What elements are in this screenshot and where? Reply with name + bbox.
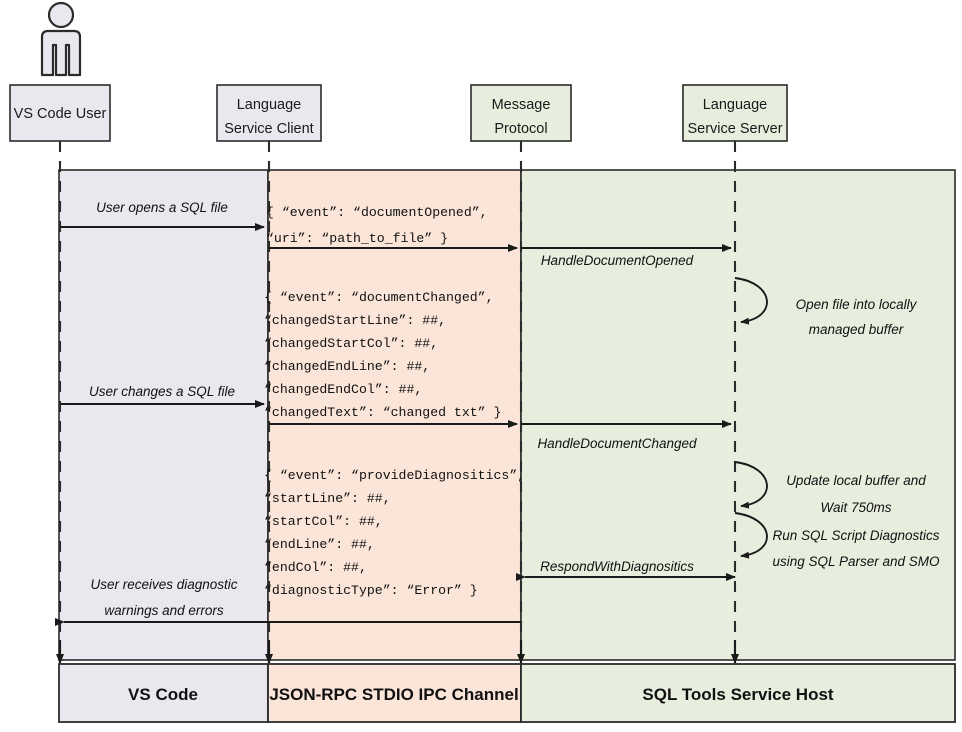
self-loop-run-diagnostics [734,512,768,559]
note-run-diagnostics-line1: Run SQL Script Diagnostics [772,528,939,543]
json-line-document-changed-4: “changedEndCol”: ##, [264,382,422,397]
lifeline-header-language-service-client[interactable]: Language Service Client [216,84,322,142]
lifeline-label-language-service-server-line1: Language [703,97,768,113]
json-line-document-changed-2: “changedStartCol”: ##, [264,336,438,351]
note-open-file-line2: managed buffer [809,322,904,337]
json-line-provide-diagnositics-3: “endLine”: ##, [264,537,375,552]
json-line-document-changed-1: “changedStartLine”: ##, [264,313,446,328]
label-user-changes-sql-file: User changes a SQL file [89,384,235,399]
footer-label-vs-code: VS Code [128,685,198,704]
json-line-document-changed-3: “changedEndLine”: ##, [264,359,430,374]
lifeline-label-vs-code-user: VS Code User [14,106,107,122]
lifeline-header-vs-code-user[interactable]: VS Code User [9,84,111,142]
self-loop-update-buffer [734,461,768,509]
band-ipc-channel [267,169,522,661]
person-icon [40,1,82,77]
note-update-buffer: Update local buffer and Wait 750ms [786,473,926,515]
message-arrow-group [55,223,736,626]
label-respond-with-diagnositics: RespondWithDiagnositics [540,559,694,574]
lifeline-terminator-group [56,640,739,664]
footer-label-ipc-channel: JSON-RPC STDIO IPC Channel [269,685,518,704]
footer-box-vs-code[interactable] [58,663,269,723]
lifeline-label-message-protocol-line1: Message [492,97,551,113]
band-group [58,169,956,661]
label-handle-document-opened: HandleDocumentOpened [541,253,694,268]
self-loop-group [734,277,768,559]
json-line-provide-diagnositics-5: “diagnosticType”: “Error” } [264,583,478,598]
note-run-diagnostics-line2: using SQL Parser and SMO [772,554,940,569]
json-line-document-opened-0: { “event”: “documentOpened”, [266,205,488,220]
label-user-receives-diagnostics-line2: warnings and errors [104,603,224,618]
note-update-buffer-line1: Update local buffer and [786,473,926,488]
json-line-provide-diagnositics-1: “startLine”: ##, [264,491,391,506]
label-handle-document-changed: HandleDocumentChanged [537,436,697,451]
lifeline-header-message-protocol[interactable]: Message Protocol [470,84,572,142]
json-line-provide-diagnositics-2: “startCol”: ##, [264,514,383,529]
lifeline-label-language-service-client-line1: Language [237,97,302,113]
lifeline-header-language-service-server[interactable]: Language Service Server [682,84,788,142]
json-line-document-opened-1: “uri”: “path_to_file” } [266,231,448,246]
footer-group: VS Code JSON-RPC STDIO IPC Channel SQL T… [58,663,956,723]
label-user-receives-diagnostics-line1: User receives diagnostic [90,577,237,592]
json-line-document-changed-0: { “event”: “documentChanged”, [264,290,494,305]
json-line-document-changed-5: “changedText”: “changed txt” } [264,405,501,420]
note-open-file: Open file into locally managed buffer [796,297,918,337]
footer-box-service-host[interactable] [520,663,956,723]
note-run-diagnostics: Run SQL Script Diagnostics using SQL Par… [772,528,940,569]
json-block-provide-diagnositics: { “event”: “provideDiagnositics”, “start… [264,468,525,598]
lifeline-label-language-service-client-line2: Service Client [224,121,313,137]
json-line-provide-diagnositics-4: “endCol”: ##, [264,560,367,575]
footer-box-ipc-channel[interactable] [267,663,522,723]
lifeline-label-message-protocol-line2: Protocol [494,121,547,137]
json-block-document-changed: { “event”: “documentChanged”, “changedSt… [264,290,501,420]
note-update-buffer-line2: Wait 750ms [820,500,891,515]
band-vs-code [58,169,269,661]
lifeline-label-language-service-server-line2: Service Server [687,121,782,137]
label-user-opens-sql-file: User opens a SQL file [96,200,228,215]
json-block-document-opened: { “event”: “documentOpened”, “uri”: “pat… [266,205,488,246]
note-open-file-line1: Open file into locally [796,297,918,312]
json-line-provide-diagnositics-0: { “event”: “provideDiagnositics”, [264,468,525,483]
footer-label-service-host: SQL Tools Service Host [642,685,833,704]
band-service-host [520,169,956,661]
self-loop-open-file [734,277,768,325]
